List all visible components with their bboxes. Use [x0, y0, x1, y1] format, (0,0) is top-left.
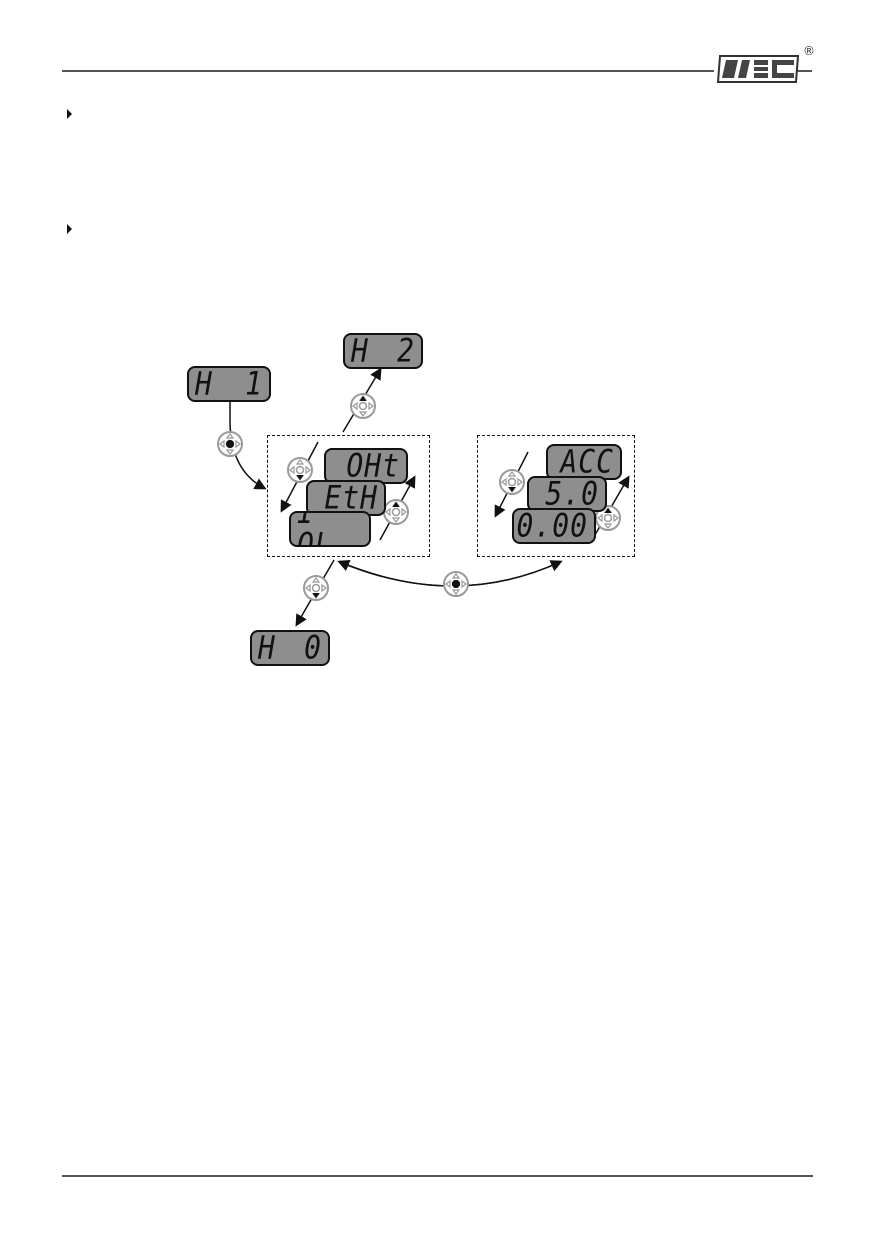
footer-rule [62, 1175, 813, 1177]
up-key-icon [595, 505, 621, 531]
display-value-30-00: 30.00 [512, 508, 596, 544]
header-rule [62, 70, 714, 72]
down-key-icon [287, 457, 313, 483]
display-h2: H 2 [343, 333, 423, 369]
display-acc: ACC [546, 444, 622, 480]
display-iol: I OL [289, 511, 371, 547]
up-key-icon [383, 499, 409, 525]
enter-key-icon [443, 571, 469, 597]
down-key-icon [303, 575, 329, 601]
header-rule-right [790, 70, 812, 72]
enter-key-icon [217, 431, 243, 457]
value-group-frame [477, 435, 635, 557]
parameter-group-frame [267, 435, 430, 557]
bullet-marker-2 [67, 224, 72, 234]
display-h0: H 0 [250, 630, 330, 666]
manufacturer-logo-icon [716, 52, 802, 86]
up-key-icon [350, 393, 376, 419]
display-value-5-0: 5.0 [527, 476, 607, 512]
display-eth: EtH [306, 480, 386, 516]
registered-mark: ® [803, 44, 815, 58]
bullet-marker-1 [67, 109, 72, 119]
display-oht: OHt [324, 448, 408, 484]
display-h1: H 1 [187, 366, 271, 402]
down-key-icon [499, 469, 525, 495]
